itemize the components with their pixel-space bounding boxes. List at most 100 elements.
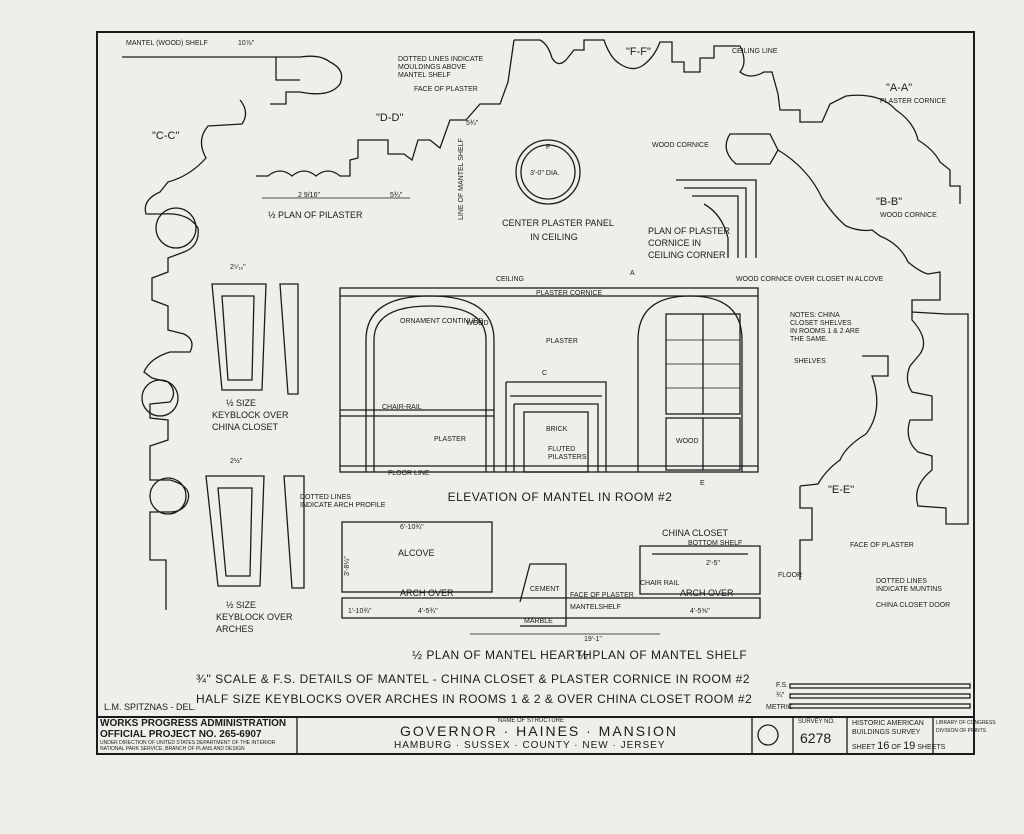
hearth-plan xyxy=(341,597,761,619)
label-notes: NOTES: CHINA CLOSET SHELVES IN ROOMS 1 &… xyxy=(790,312,860,343)
center-plaster-panel-inner xyxy=(520,144,576,200)
label-brick: BRICK xyxy=(546,426,568,433)
label-alcove-depth: 3'-8¼" xyxy=(344,556,351,576)
alcove-plan xyxy=(341,521,493,593)
label-mantel-shelf-dim: 10⅞" xyxy=(238,40,255,47)
label-dd: "D-D" xyxy=(376,112,404,124)
keyblock-arches xyxy=(205,475,305,589)
habs-line-1: HISTORIC AMERICAN xyxy=(852,720,924,727)
main-title-line-1: ¾" SCALE & F.S. DETAILS OF MANTEL - CHIN… xyxy=(196,672,750,686)
sheet-info: SHEET 16 OF 19 SHEETS xyxy=(852,740,945,752)
elevation-left-arch xyxy=(365,295,495,472)
label-dotted-arch-1: DOTTED LINES xyxy=(300,494,351,501)
label-wood: WOOD xyxy=(466,320,489,327)
label-dotted-mouldings: DOTTED LINES INDICATE MOULDINGS ABOVE MA… xyxy=(398,56,484,79)
wpa-line-4: NATIONAL PARK SERVICE, BRANCH OF PLANS A… xyxy=(100,746,245,752)
library-line-2: DIVISION OF PRINTS xyxy=(936,728,987,734)
label-bb: "B-B" xyxy=(876,196,903,208)
sheet-total: 19 xyxy=(903,740,916,752)
label-shelves: SHELVES xyxy=(794,358,826,365)
profile-ff xyxy=(514,39,961,204)
delineator: L.M. SPITZNAS - DEL. xyxy=(104,702,197,712)
profile-cc-roll-2 xyxy=(141,379,179,417)
label-arch-over-l: ARCH OVER xyxy=(400,588,454,598)
sheets-label: SHEETS xyxy=(917,744,946,751)
label-in-ceiling: IN CEILING xyxy=(530,232,578,242)
label-dim-5-3-4: 5¾" xyxy=(466,120,479,127)
label-wood-cornice-closet: WOOD CORNICE OVER CLOSET IN ALCOVE xyxy=(736,276,884,283)
label-dim-4-5: 4'-5¾" xyxy=(418,608,438,615)
scale-bar-fs xyxy=(789,683,971,689)
label-plaster-upper: PLASTER xyxy=(546,338,578,345)
label-elevation-title: ELEVATION OF MANTEL IN ROOM #2 xyxy=(447,490,673,504)
label-chair-rail-plan: CHAIR RAIL xyxy=(640,580,680,587)
label-fluted-pilasters: FLUTED PILASTERS xyxy=(548,446,587,461)
scale-label-quarter: ¾" xyxy=(776,692,785,699)
profile-ee-curve xyxy=(799,355,889,487)
bb-profile xyxy=(777,149,947,315)
label-keyblock-arches-1: KEYBLOCK OVER xyxy=(216,612,293,622)
closet-plan xyxy=(639,545,761,595)
label-arch-over-r: ARCH OVER xyxy=(680,588,734,598)
scale-bar-metric xyxy=(789,703,971,709)
label-half-plan-shelf: ½ PLAN OF MANTEL SHELF xyxy=(578,648,748,662)
survey-seal xyxy=(757,724,779,746)
sheet-label: SHEET xyxy=(852,744,876,751)
label-wood-cornice: WOOD CORNICE xyxy=(652,142,709,149)
label-mantel-shelf-plan: MANTELSHELF xyxy=(570,604,621,611)
label-ornament: ORNAMENT CONTINUED xyxy=(400,318,484,325)
label-face-of-plaster-plan: FACE OF PLASTER xyxy=(570,592,634,599)
main-title-line-2: HALF SIZE KEYBLOCKS OVER ARCHES IN ROOMS… xyxy=(196,692,753,706)
label-panel-f: F xyxy=(546,144,551,151)
hearth-cement xyxy=(519,563,567,627)
keyblock-china-closet xyxy=(211,283,299,395)
habs-line-2: BUILDINGS SURVEY xyxy=(852,729,921,736)
label-mantel-shelf: MANTEL (WOOD) SHELF xyxy=(126,40,208,47)
wood-cornice-profile xyxy=(725,133,779,165)
elevation-fireplace xyxy=(505,381,607,472)
label-center-panel: CENTER PLASTER PANEL xyxy=(502,218,614,228)
label-keyblock-closet-2: CHINA CLOSET xyxy=(212,422,279,432)
label-ceiling-line: CEILING LINE xyxy=(732,48,778,55)
label-wood-cornice-b: WOOD CORNICE xyxy=(880,212,937,219)
label-section-a: A xyxy=(630,270,635,277)
label-ff: "F-F" xyxy=(626,46,651,58)
label-alcove-dim: 6'-10¾" xyxy=(400,524,424,531)
label-closet-door: CHINA CLOSET DOOR xyxy=(876,602,951,609)
mantel-shelf-profile xyxy=(122,55,343,105)
label-keyblock-w2: 2½" xyxy=(230,458,243,465)
pilaster-plan xyxy=(256,39,515,177)
center-plaster-panel-outer xyxy=(515,139,581,205)
structure-caption: NAME OF STRUCTURE xyxy=(498,718,564,724)
library-line-1: LIBRARY OF CONGRESS xyxy=(936,720,996,726)
label-floor-line: FLOOR LINE xyxy=(388,470,430,477)
label-keyblock-arches-2: ARCHES xyxy=(216,624,254,634)
wpa-line-3: UNDER DIRECTION OF UNITED STATES DEPARTM… xyxy=(100,740,276,746)
label-cc: "C-C" xyxy=(152,130,180,142)
label-plan-cornice-3: CEILING CORNER xyxy=(648,250,726,260)
label-keyblock-w1: 2⁵⁄₁₆" xyxy=(230,264,246,271)
label-ee: "E-E" xyxy=(828,484,855,496)
label-half-plan-hearth: ½ PLAN OF MANTEL HEARTH xyxy=(412,648,593,662)
scale-bar-quarter xyxy=(789,693,971,699)
label-face-of-plaster-top: FACE OF PLASTER xyxy=(414,86,478,93)
label-floor-right: FLOOR xyxy=(778,572,803,579)
cornice-corner-plan xyxy=(676,179,757,258)
label-cement: CEMENT xyxy=(530,586,560,593)
elevation-right-arch xyxy=(637,295,743,472)
label-dim-4-5r: 4'-5⅝" xyxy=(690,608,710,615)
label-marble: MARBLE xyxy=(524,618,553,625)
profile-cc-roll-1 xyxy=(155,207,197,249)
label-aa: "A-A" xyxy=(886,82,913,94)
scale-label-fs: F.S. xyxy=(776,682,789,689)
profile-ee-lower xyxy=(799,486,813,580)
structure-location: HAMBURG · SUSSEX · COUNTY · NEW · JERSEY xyxy=(394,740,666,751)
label-dim-19-1: 19'-1" xyxy=(584,636,602,643)
profile-cc-roll-3 xyxy=(149,477,187,515)
label-alcove: ALCOVE xyxy=(398,548,435,558)
label-line-of-mantel-shelf: LINE OF MANTEL SHELF xyxy=(458,138,465,220)
profile-cc xyxy=(143,99,247,610)
sheet-of: OF xyxy=(891,744,902,751)
label-dim-2-5: 2'-5" xyxy=(706,560,720,567)
